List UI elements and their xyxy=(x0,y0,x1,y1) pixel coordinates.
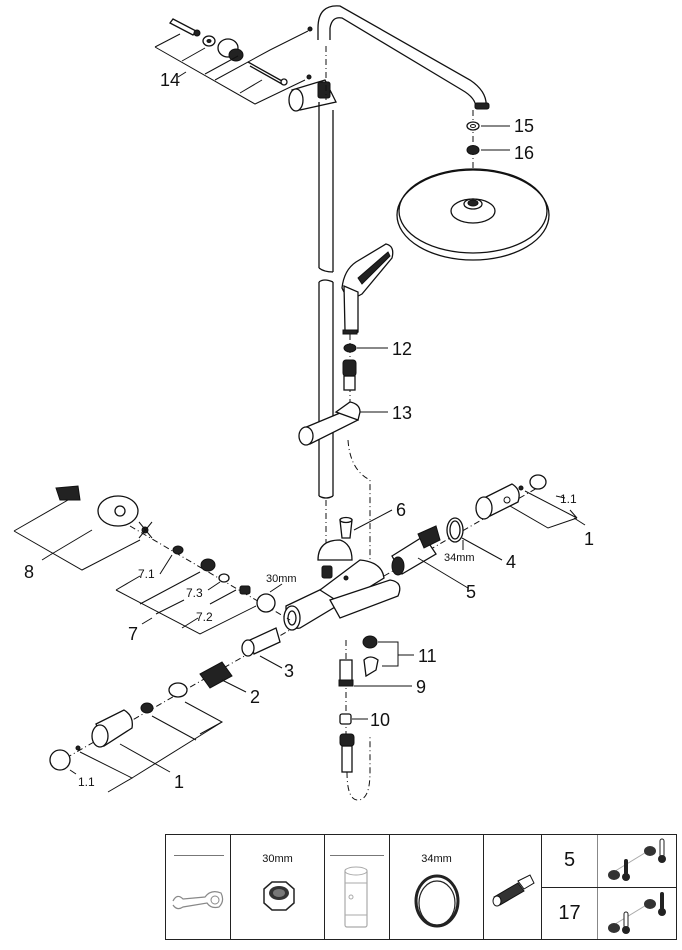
nut-icon xyxy=(263,881,295,911)
callout-7: 7 xyxy=(128,624,138,644)
callout-2: 2 xyxy=(250,687,260,707)
callout-8: 8 xyxy=(24,562,34,582)
wrench-icon xyxy=(172,891,224,910)
callout-13: 13 xyxy=(392,403,412,423)
callout-11: 11 xyxy=(418,646,437,666)
dimension-34mm: 34mm xyxy=(444,552,475,564)
callout-4: 4 xyxy=(506,552,516,572)
callout-9: 9 xyxy=(416,677,426,697)
cartridge-icon xyxy=(492,874,535,907)
cartridge-variants: 5 17 xyxy=(542,835,676,939)
callout-12: 12 xyxy=(392,339,412,359)
tool-cell-cartridge xyxy=(484,835,542,939)
callout-15: 15 xyxy=(514,116,534,136)
tool-cell-socket xyxy=(325,835,390,939)
diverter-assembly: 11 9 10 xyxy=(338,635,437,801)
callout-10: 10 xyxy=(370,710,390,730)
thermostat-cartridge-icon xyxy=(608,838,666,881)
hand-shower: 12 xyxy=(341,243,412,420)
callout-1-1-left: 1.1 xyxy=(78,775,95,789)
riser-rail xyxy=(318,46,334,560)
tools-table: 30mm 34mm 5 xyxy=(165,834,677,940)
callout-6: 6 xyxy=(396,500,406,520)
callout-1-1-right: 1.1 xyxy=(560,492,577,506)
tool-cell-nut: 30mm xyxy=(231,835,325,939)
tool-cell-ring-nut: 34mm xyxy=(390,835,484,939)
callout-1-left: 1 xyxy=(174,772,184,792)
nut-size-label: 30mm xyxy=(262,853,293,865)
variant-number-5: 5 xyxy=(563,849,576,872)
slide-bar-holder: 13 xyxy=(298,401,412,560)
wall-bracket-assembly: 14 xyxy=(154,18,337,112)
thermostat-cartridge-icon xyxy=(608,891,666,934)
right-handle-assembly: 5 4 34mm 1.1 1 xyxy=(383,474,594,602)
ring-nut-size-label: 34mm xyxy=(421,853,452,865)
callout-5: 5 xyxy=(466,582,476,602)
callout-7-2: 7.2 xyxy=(196,610,213,624)
callout-7-1: 7.1 xyxy=(138,567,155,581)
tool-cell-wrench xyxy=(166,835,231,939)
callout-1-right: 1 xyxy=(584,529,594,549)
callout-3: 3 xyxy=(284,661,294,681)
callout-7-3: 7.3 xyxy=(186,586,203,600)
ring-nut-icon xyxy=(414,874,460,928)
dimension-30mm: 30mm xyxy=(266,573,297,585)
variant-number-17: 17 xyxy=(558,901,581,924)
left-handle-assembly: 3 2 1.1 1 xyxy=(49,627,294,793)
variant-row-17: 17 xyxy=(542,887,676,939)
head-shower: 15 16 xyxy=(396,110,550,261)
callout-14: 14 xyxy=(160,70,180,90)
thermostatic-mixer: 6 xyxy=(283,500,406,631)
connection-assembly: 8 7.1 7.3 7.2 30mm 7 xyxy=(13,485,297,644)
socket-tool-icon xyxy=(344,866,368,928)
variant-row-5: 5 xyxy=(542,835,676,888)
shower-arm xyxy=(317,5,490,110)
callout-16: 16 xyxy=(514,143,534,163)
